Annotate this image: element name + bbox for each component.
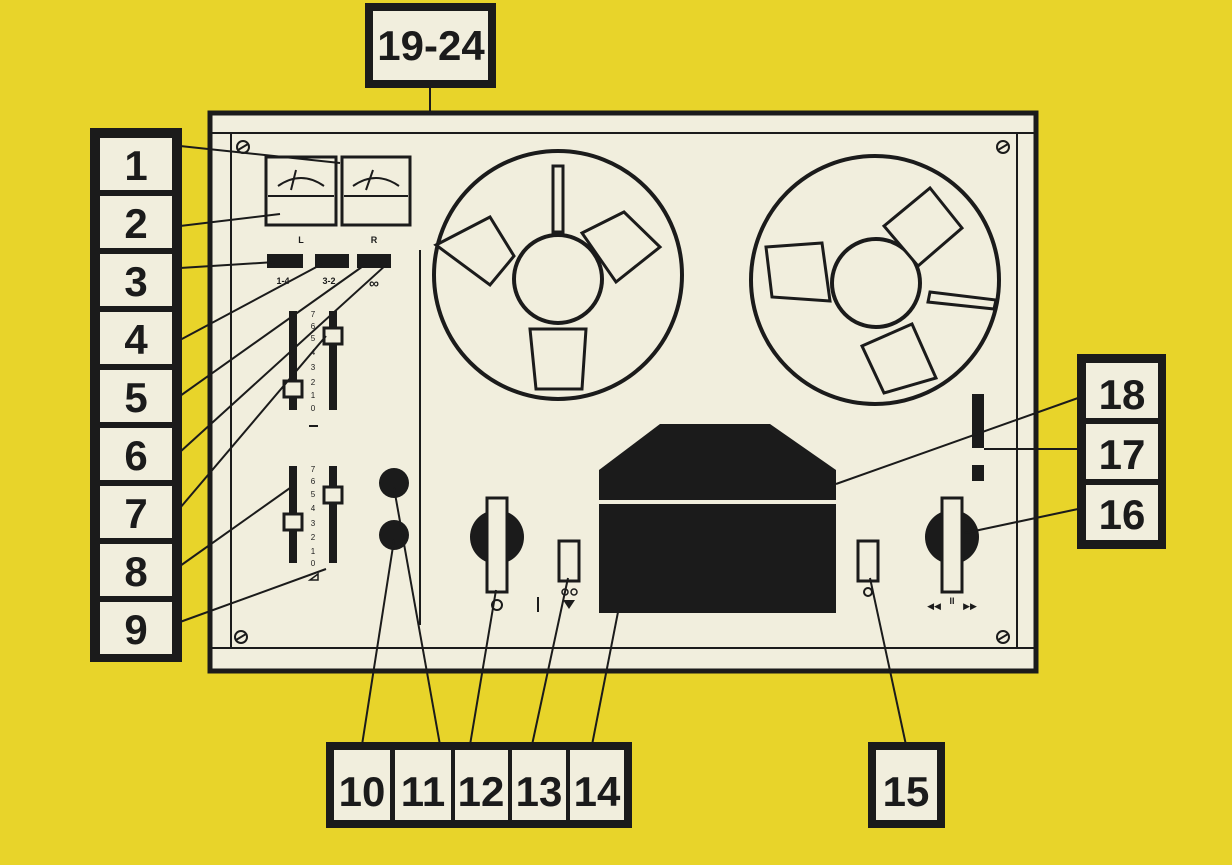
power-button[interactable]: [856, 539, 880, 597]
recording-indicator: [972, 394, 984, 481]
svg-text:6: 6: [311, 322, 316, 331]
svg-text:7: 7: [311, 310, 316, 319]
callout-5: 5: [124, 374, 147, 421]
fader-scale-lower: 7 6 5 4 3 2 1 0: [311, 465, 316, 568]
reel-right[interactable]: [749, 154, 1001, 406]
svg-text:1: 1: [311, 547, 316, 556]
leader-lines: [179, 88, 1079, 746]
callout-8: 8: [124, 548, 147, 595]
fader-knob-left-lower[interactable]: [282, 512, 304, 532]
callout-top: 19-24: [365, 3, 496, 88]
callout-1: 1: [124, 142, 147, 189]
fader-knob-right[interactable]: [322, 326, 344, 346]
fader-knob-left[interactable]: [282, 379, 304, 399]
svg-text:2: 2: [311, 533, 316, 542]
device-panel: L R 1-4 3-2 ∞ 7 6 5 4 3 2 1 0: [207, 110, 1039, 674]
callout-9: 9: [124, 606, 147, 653]
callout-3: 3: [124, 258, 147, 305]
playback-level-faders: 7 6 5 4 3 2 1 0: [282, 465, 344, 581]
screw-bottom-right: [996, 630, 1010, 644]
callout-row-bottom: 10 11 12 13 14: [326, 742, 632, 828]
speed-symbol-forward: ▶▶: [963, 601, 977, 611]
head-cover: [599, 424, 836, 613]
callout-2: 2: [124, 200, 147, 247]
callout-16: 16: [1099, 491, 1146, 538]
switch-label-3: ∞: [369, 275, 379, 291]
svg-text:1: 1: [311, 391, 316, 400]
callout-15: 15: [883, 768, 930, 815]
screw-bottom-left: [234, 630, 248, 644]
svg-text:3: 3: [311, 363, 316, 372]
control-knob-left[interactable]: [470, 496, 539, 612]
svg-text:0: 0: [311, 404, 316, 413]
reel-left[interactable]: [432, 149, 684, 401]
vu-meter-left: [264, 155, 338, 227]
svg-text:2: 2: [311, 378, 316, 387]
track-switch-1[interactable]: [267, 254, 303, 268]
callout-bottom-right: 15: [868, 742, 945, 828]
speed-symbol-rewind: ◀◀: [927, 601, 941, 611]
callout-11: 11: [401, 768, 445, 815]
switch-label-2: 3-2: [322, 276, 335, 286]
pause-button[interactable]: [557, 539, 581, 609]
callout-column-left: 1 2 3 4 5 6 7 8 9: [90, 128, 182, 662]
recording-level-faders: 7 6 5 4 3 2 1 0: [282, 310, 344, 427]
meter-label-right: R: [371, 235, 378, 245]
svg-text:5: 5: [311, 490, 316, 499]
vu-meter-right: [340, 155, 412, 227]
callout-19-24: 19-24: [377, 22, 485, 69]
fader-knob-right-lower[interactable]: [322, 485, 344, 505]
speed-symbol-pause: II: [949, 596, 954, 606]
switch-label-1: 1-4: [276, 276, 289, 286]
svg-text:6: 6: [311, 477, 316, 486]
callout-18: 18: [1099, 371, 1146, 418]
track-switch-2[interactable]: [315, 254, 349, 268]
callout-6: 6: [124, 432, 147, 479]
svg-text:7: 7: [311, 465, 316, 474]
callout-4: 4: [124, 316, 148, 363]
callout-14: 14: [574, 768, 621, 815]
svg-text:5: 5: [311, 334, 316, 343]
callout-10: 10: [339, 768, 386, 815]
svg-text:4: 4: [311, 504, 316, 513]
callout-17: 17: [1099, 431, 1146, 478]
svg-text:0: 0: [311, 559, 316, 568]
callout-13: 13: [516, 768, 563, 815]
panel-inner-frame: [230, 132, 1018, 649]
meter-label-left: L: [298, 235, 304, 245]
svg-text:3: 3: [311, 519, 316, 528]
jack-upper[interactable]: [379, 468, 409, 498]
callout-12: 12: [458, 768, 505, 815]
callout-7: 7: [124, 490, 147, 537]
screw-top-right: [996, 140, 1010, 154]
control-knob-right[interactable]: ◀◀ II ▶▶: [925, 496, 979, 611]
callout-column-right: 18 17 16: [1077, 354, 1166, 549]
